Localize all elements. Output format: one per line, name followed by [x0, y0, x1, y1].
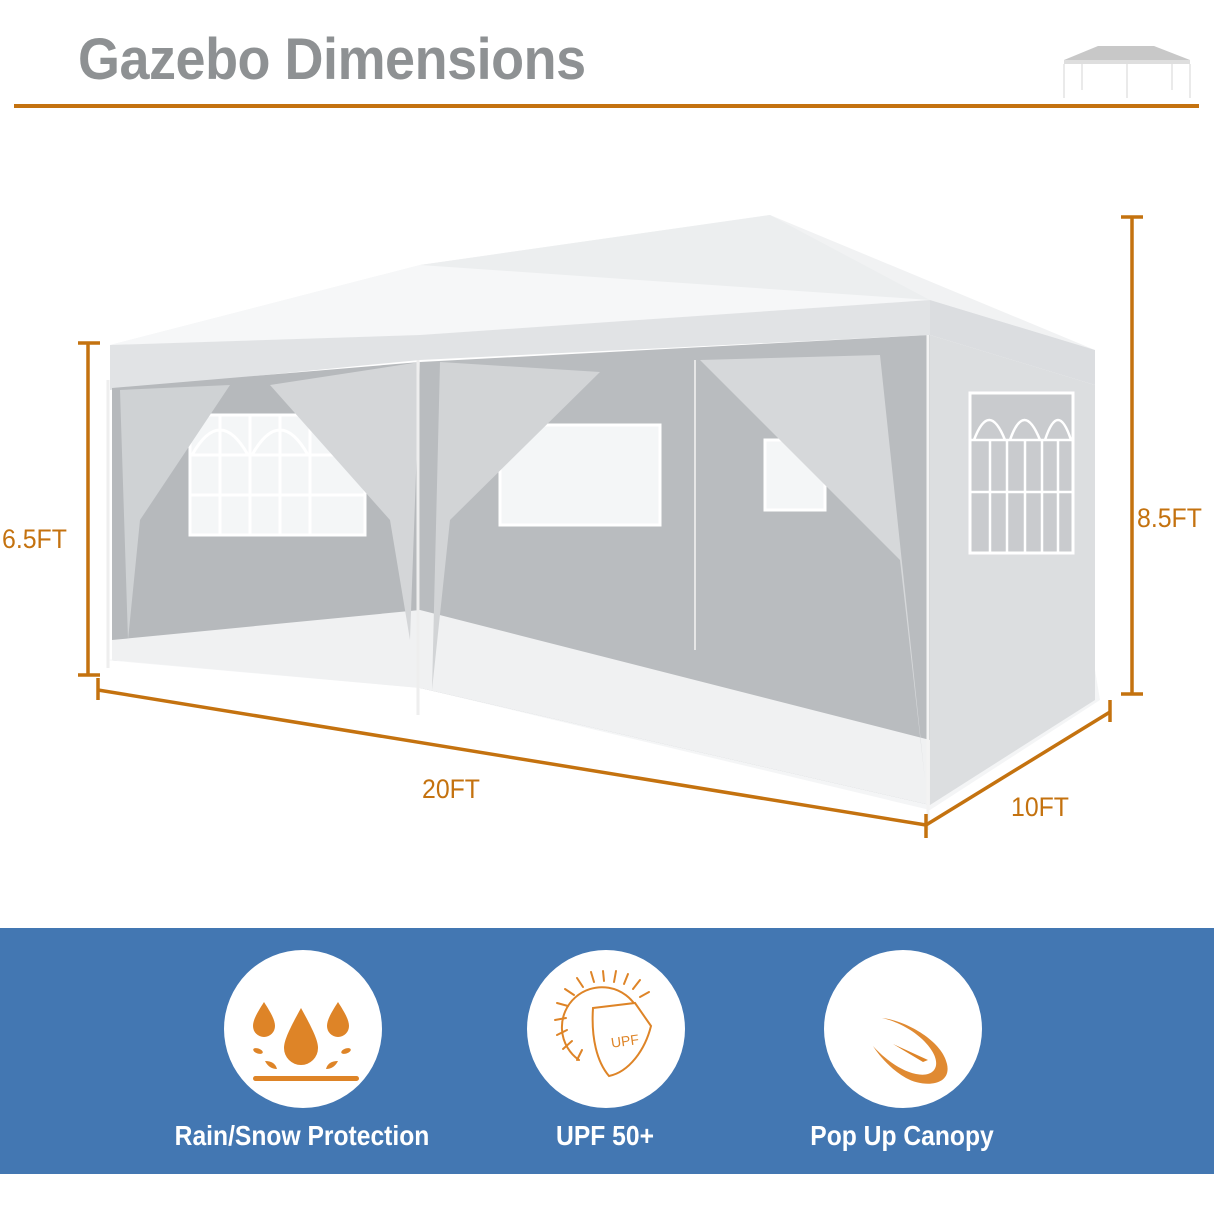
feature-pop-up: Pop Up Canopy [752, 928, 1052, 1174]
feature-icon-circle: UPF [527, 950, 685, 1108]
feature-upf: UPF UPF 50+ [455, 928, 755, 1174]
water-drops-icon [253, 1002, 359, 1081]
dimension-right-height: 8.5FT [1137, 503, 1202, 533]
upf-icon-text: UPF [610, 1031, 640, 1051]
dimension-width: 10FT [1011, 792, 1069, 822]
feature-icon-circle [824, 950, 982, 1108]
features-band: Rain/Snow Protection UPF UPF 50+ [0, 928, 1214, 1174]
upf-sun-shield-icon: UPF [554, 970, 653, 1078]
gazebo-outline-icon [1063, 46, 1191, 98]
pop-up-swoosh-icon [873, 1018, 948, 1084]
feature-icon-circle [224, 950, 382, 1108]
gazebo-product-image [78, 215, 1143, 838]
page-title: Gazebo Dimensions [78, 27, 586, 92]
dimension-length: 20FT [422, 774, 480, 804]
title-underline [14, 104, 1199, 108]
feature-label: Pop Up Canopy [810, 1120, 994, 1151]
feature-rain-snow: Rain/Snow Protection [152, 928, 452, 1174]
dimension-left-height: 6.5FT [2, 524, 67, 554]
feature-label: UPF 50+ [556, 1120, 654, 1151]
feature-label: Rain/Snow Protection [174, 1120, 430, 1151]
